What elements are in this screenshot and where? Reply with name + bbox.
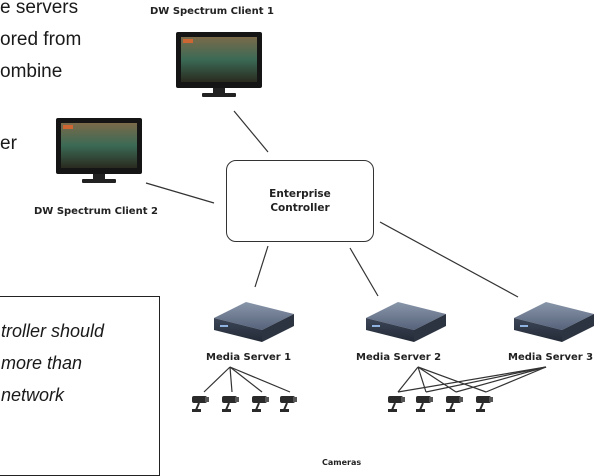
note-line-1: troller should <box>1 321 105 341</box>
link-client2-controller <box>145 182 215 204</box>
cameras-group-1 <box>191 395 298 413</box>
client2-monitor-icon <box>56 118 142 183</box>
link-controller-server2 <box>349 247 379 297</box>
camera-icon <box>475 395 494 413</box>
link-controller-server1 <box>254 245 269 288</box>
connection-lines <box>145 110 547 393</box>
cameras-label: Cameras <box>322 458 362 467</box>
paragraph-line-1: e servers <box>0 0 79 18</box>
enterprise-controller-node: Enterprise Controller <box>226 160 374 242</box>
camera-icon <box>221 395 240 413</box>
server2-label: Media Server 2 <box>356 352 442 363</box>
client2-label: DW Spectrum Client 2 <box>34 206 158 217</box>
link-client1-controller <box>233 110 269 153</box>
link-controller-server3 <box>379 221 519 298</box>
client1-label: DW Spectrum Client 1 <box>150 6 274 17</box>
camera-icon <box>279 395 298 413</box>
server2-icon <box>366 302 446 342</box>
camera-icon <box>415 395 434 413</box>
server3-label: Media Server 3 <box>508 352 594 363</box>
camera-icon <box>387 395 406 413</box>
paragraph-line-2: ored from <box>0 29 82 50</box>
controller-label: Enterprise Controller <box>269 188 331 214</box>
camera-icon <box>251 395 270 413</box>
paragraph-line-4: er <box>0 133 17 154</box>
paragraph-line-3: ombine <box>0 61 63 82</box>
note-box: troller should more than network <box>0 296 160 476</box>
cameras-group-2 <box>387 395 494 413</box>
server3-icon <box>514 302 594 342</box>
camera-icon <box>191 395 210 413</box>
note-line-2: more than <box>1 353 83 373</box>
note-line-3: network <box>1 385 65 405</box>
server1-icon <box>214 302 294 342</box>
camera-icon <box>445 395 464 413</box>
client1-monitor-icon <box>176 32 262 97</box>
server1-label: Media Server 1 <box>206 352 292 363</box>
